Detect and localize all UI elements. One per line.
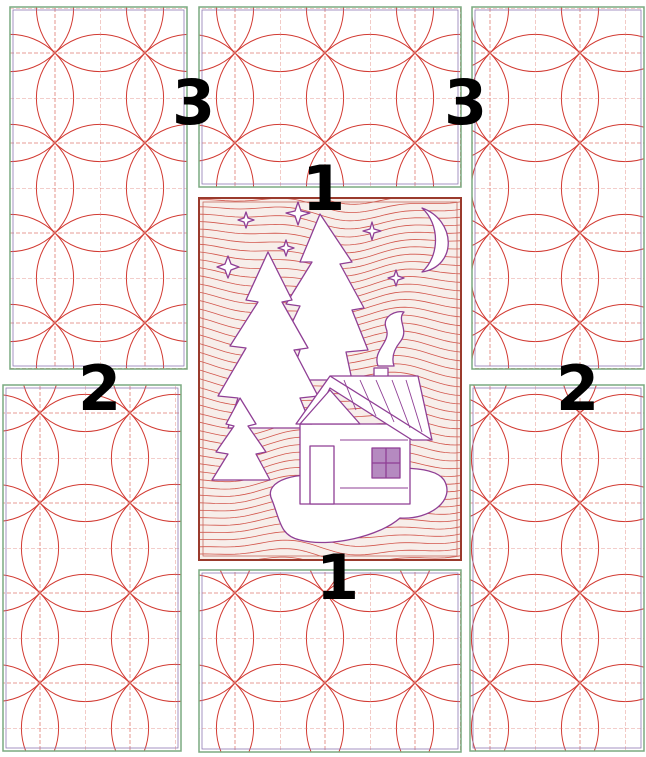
quilt-block-bottom-right [470, 385, 644, 751]
quilt-block-top-right [472, 7, 644, 369]
label-center-bottom-1: 1 [316, 547, 359, 609]
label-top-left-3: 3 [172, 72, 215, 134]
label-top-right-3: 3 [444, 72, 487, 134]
label-mid-right-2: 2 [556, 358, 599, 420]
label-mid-left-2: 2 [78, 358, 121, 420]
center-block [195, 190, 465, 572]
label-center-top-1: 1 [302, 158, 345, 220]
quilt-block-top-left [10, 7, 187, 369]
quilt-block-bottom-left [3, 385, 181, 751]
